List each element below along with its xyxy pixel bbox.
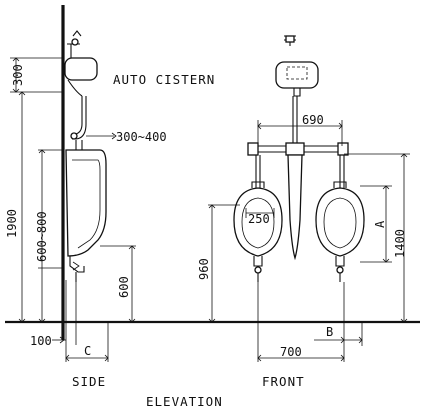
label-B: B xyxy=(326,325,333,339)
label-front: FRONT xyxy=(262,374,305,389)
dim-A: A xyxy=(360,185,392,263)
dim-300-400: 300~400 xyxy=(86,130,167,144)
dim-690: 690 xyxy=(257,113,343,146)
side-urinal-bowl xyxy=(65,149,107,282)
label-300-400: 300~400 xyxy=(116,130,167,144)
label-690: 690 xyxy=(302,113,324,127)
dim-700: 700 xyxy=(257,282,345,362)
label-1900: 1900 xyxy=(5,209,19,238)
dim-300: 300 xyxy=(10,57,62,93)
dim-B: B xyxy=(314,282,363,346)
dim-600-800: 600~800 xyxy=(35,149,62,323)
dim-1400: 1400 xyxy=(344,153,410,323)
label-300: 300 xyxy=(11,64,25,86)
label-1400: 1400 xyxy=(393,229,407,258)
side-view: 300~400 300 1900 600~800 xyxy=(5,5,167,389)
front-urinal-left xyxy=(233,181,283,282)
front-urinal-right xyxy=(315,181,365,282)
dim-600: 600 xyxy=(100,245,136,323)
dim-250: 250 xyxy=(245,208,275,226)
label-250: 250 xyxy=(248,212,270,226)
front-view: 690 250 960 A 1400 xyxy=(197,35,410,389)
label-100: 100 xyxy=(30,334,52,348)
front-divider xyxy=(287,154,303,261)
dim-1900: 1900 xyxy=(5,91,26,323)
front-flush-pipe xyxy=(247,142,349,188)
dim-960: 960 xyxy=(197,204,240,323)
label-600: 600 xyxy=(117,276,131,298)
label-auto-cistern: AUTO CISTERN xyxy=(113,72,215,87)
label-side: SIDE xyxy=(72,374,106,389)
dim-C: C xyxy=(65,322,109,362)
label-C: C xyxy=(84,344,91,358)
label-600-800: 600~800 xyxy=(35,211,49,262)
dim-100: 100 xyxy=(30,280,77,362)
label-elevation: ELEVATION xyxy=(146,394,223,409)
label-A: A xyxy=(373,220,387,228)
front-supply-pipe xyxy=(292,96,298,146)
front-cistern xyxy=(275,35,319,97)
label-700: 700 xyxy=(280,345,302,359)
label-960: 960 xyxy=(197,258,211,280)
side-flush-pipe xyxy=(70,96,87,150)
side-cistern xyxy=(64,30,98,97)
